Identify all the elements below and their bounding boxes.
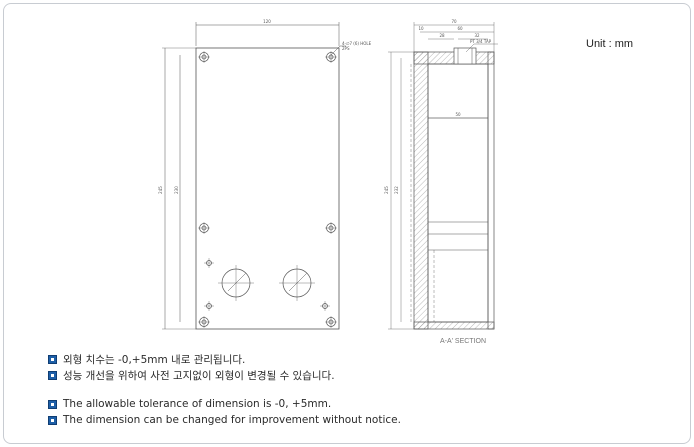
note-en-2: The dimension can be changed for improve…: [48, 413, 401, 427]
note-en-1-text: The allowable tolerance of dimension is …: [63, 398, 332, 410]
hole-top-right: [325, 51, 337, 63]
section-bottom-wall: [413, 321, 495, 330]
hole-top-left: [198, 51, 210, 63]
unit-label: Unit : mm: [586, 38, 634, 50]
hole-mid-right: [325, 222, 337, 234]
notes-korean: 외형 치수는 -0,+5mm 내로 관리됩니다. 성능 개선을 위하여 사전 고…: [48, 352, 335, 384]
front-outer-height-dim: 245: [158, 186, 163, 194]
note-ko-1: 외형 치수는 -0,+5mm 내로 관리됩니다.: [48, 352, 335, 366]
section-right-wall: [487, 51, 495, 330]
section-dim-60: 60: [457, 26, 463, 31]
port-left: [218, 265, 254, 301]
note-en-1: The allowable tolerance of dimension is …: [48, 397, 401, 411]
section-view: [388, 22, 498, 330]
section-dim-28: 28: [439, 33, 445, 38]
front-inner-height-dim: 230: [174, 186, 179, 194]
section-inner-height-dim: 232: [394, 186, 399, 194]
small-hole-3: [320, 301, 330, 311]
section-dim-50: 50: [455, 112, 461, 117]
bullet-icon: [48, 415, 57, 425]
section-dim-10: 10: [418, 26, 424, 31]
tap-note: PT 3/4 TAP: [470, 39, 492, 44]
section-outer-height-dim: 245: [384, 186, 389, 194]
note-en-2-text: The dimension can be changed for improve…: [63, 414, 401, 426]
hole-note-line2: 2PS: [342, 46, 350, 51]
section-left-wall: [413, 51, 429, 330]
section-caption: A-A' SECTION: [440, 338, 486, 345]
small-hole-2: [204, 301, 214, 311]
panel-frame: [3, 3, 691, 444]
bullet-icon: [48, 399, 57, 409]
front-view: [162, 22, 346, 330]
note-ko-2-text: 성능 개선을 위하여 사전 고지없이 외형이 변경될 수 있습니다.: [63, 369, 335, 382]
notes-english: The allowable tolerance of dimension is …: [48, 397, 401, 429]
note-ko-2: 성능 개선을 위하여 사전 고지없이 외형이 변경될 수 있습니다.: [48, 368, 335, 382]
hole-bottom-left: [198, 316, 210, 328]
front-plate-outline: [195, 47, 340, 330]
front-width-dim: 120: [263, 19, 271, 24]
bullet-icon: [48, 370, 57, 380]
small-hole-1: [204, 258, 214, 268]
port-right: [279, 265, 315, 301]
note-ko-1-text: 외형 치수는 -0,+5mm 내로 관리됩니다.: [63, 353, 246, 366]
hole-mid-left: [198, 222, 210, 234]
bullet-icon: [48, 354, 57, 364]
section-dim-32: 32: [474, 33, 480, 38]
hole-note-line1: 4-∅7 (6) HOLE: [342, 41, 372, 46]
mounting-holes: [198, 51, 337, 328]
section-top-dim: 70: [451, 19, 457, 24]
hole-bottom-right: [325, 316, 337, 328]
